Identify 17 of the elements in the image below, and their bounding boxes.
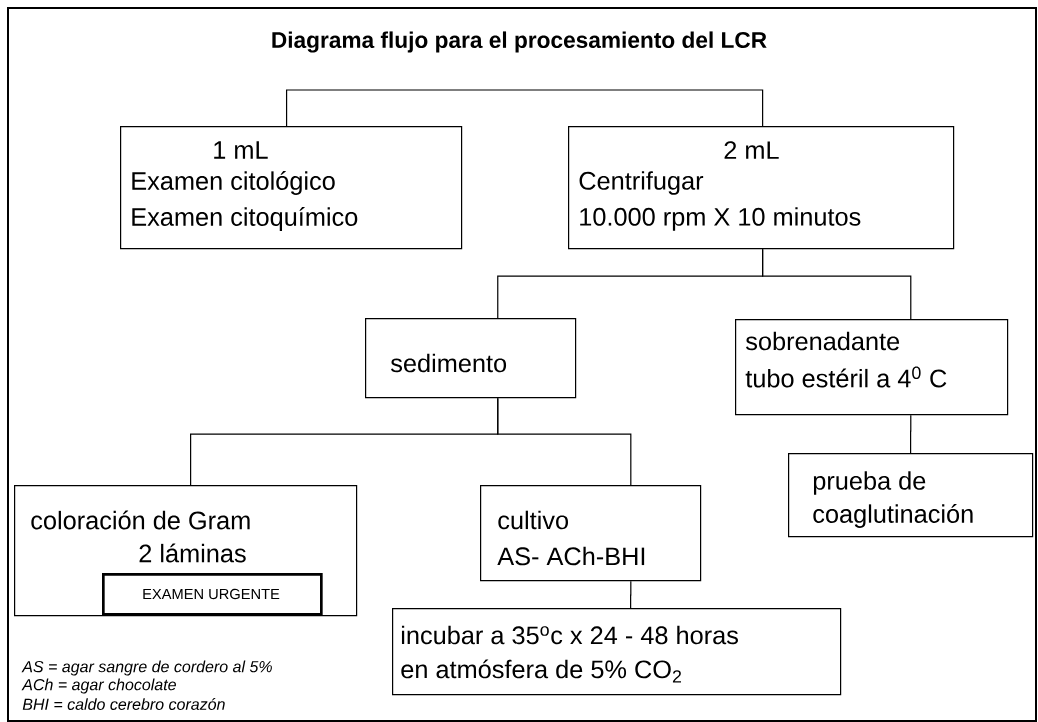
legend-note: BHI = caldo cerebro corazón <box>22 698 225 710</box>
process-box: prueba de coaglutinación <box>788 453 1034 538</box>
process-box: 1 mL Examen citológico Examen citoquímico <box>120 126 463 250</box>
legend-note: AS = agar sangre de cordero al 5% <box>21 660 272 676</box>
connector <box>630 580 632 609</box>
legend-note: ACh = agar chocolate <box>21 678 176 694</box>
connector <box>762 248 912 320</box>
process-box: sobrenadante tubo estéril a 4$^{0}$ C <box>735 319 1009 416</box>
connector <box>497 397 632 486</box>
title: Diagrama flujo para el procesamiento del LCR <box>272 31 767 53</box>
process-box: cultivo AS- ACh-BHI <box>480 485 702 582</box>
note-box: EXAMEN URGENTE <box>102 573 323 616</box>
connector <box>286 89 764 127</box>
process-box: 2 mL Centrifugar 10.000 rpm X 10 minutos <box>568 126 955 250</box>
connector <box>910 414 912 454</box>
process-box: sedimento <box>365 318 577 399</box>
process-box: incubar a 35$^{o}$c x 24 - 48 horas en atmósfera de 5% CO$_{2}$ <box>392 608 842 696</box>
